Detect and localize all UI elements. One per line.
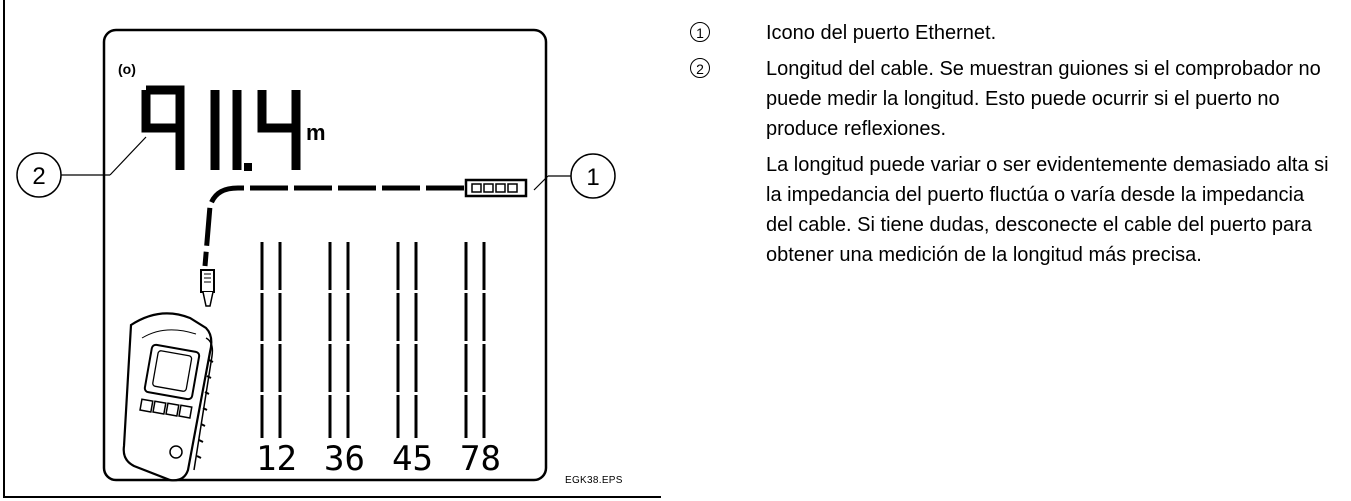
length-readout (141, 85, 301, 171)
signal-indicator-icon: (o) (118, 61, 136, 77)
wire-pair-label-45: 45 (392, 439, 433, 479)
callout-2-leader-diag (109, 136, 147, 176)
figure-frame (3, 0, 661, 498)
legend-item-1-text: Icono del puerto Ethernet. (766, 22, 997, 44)
lcd-diagram: (o) m 2 1 (16, 28, 616, 482)
cable-plug-icon (200, 269, 215, 307)
ethernet-port-icon (464, 178, 528, 198)
legend-item-1: 1 Icono del puerto Ethernet. (690, 18, 1340, 48)
legend: 1 Icono del puerto Ethernet. 2 Longitud … (690, 18, 1340, 270)
legend-note: La longitud puede variar o ser evidentem… (766, 154, 1329, 266)
lcd-screen-outline (102, 28, 548, 482)
callout-1-number: 1 (586, 164, 599, 191)
wire-pair-label-12: 12 (256, 439, 297, 479)
callout-1-leader-diag (533, 175, 549, 191)
cable-tester-icon (122, 312, 214, 482)
legend-item-2-text: Longitud del cable. Se muestran guiones … (766, 58, 1321, 140)
wire-pair-label-36: 36 (324, 439, 365, 479)
length-unit: m (306, 120, 326, 145)
figure-caption: EGK38.EPS (565, 475, 623, 486)
cable-line (202, 185, 464, 267)
wire-pair-label-78: 78 (460, 439, 501, 479)
callout-2-number: 2 (32, 163, 45, 190)
legend-item-1-number: 1 (690, 22, 710, 42)
legend-item-2-number: 2 (690, 58, 710, 78)
wire-map-segments (260, 242, 486, 438)
legend-item-2: 2 Longitud del cable. Se muestran guione… (690, 54, 1340, 144)
